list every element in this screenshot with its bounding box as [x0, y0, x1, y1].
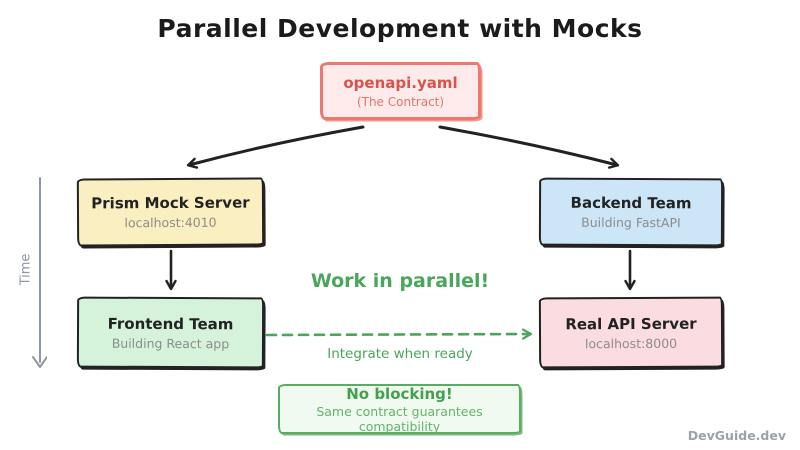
arrow-frontend-to-realapi-dashed: [265, 328, 533, 340]
arrow-contract-to-backend: [438, 125, 620, 169]
node-realapi-subtitle: localhost:8000: [584, 335, 678, 351]
arrow-contract-to-prism: [186, 125, 365, 169]
node-frontend-subtitle: Building React app: [111, 335, 230, 351]
node-backend-title: Backend Team: [570, 193, 692, 213]
node-prism-title: Prism Mock Server: [91, 193, 250, 213]
page-title: Parallel Development with Mocks: [157, 14, 643, 43]
node-no-blocking-subtitle: Same contract guarantees compatibility: [316, 403, 483, 434]
node-prism-mock-server: Prism Mock Server localhost:4010: [76, 177, 265, 247]
time-axis-label: Time: [18, 253, 34, 286]
node-frontend-team: Frontend Team Building React app: [76, 296, 265, 369]
annotation-work-in-parallel: Work in parallel!: [310, 270, 490, 292]
node-no-blocking: No blocking! Same contract guarantees co…: [278, 384, 521, 434]
node-prism-subtitle: localhost:4010: [124, 214, 217, 231]
node-frontend-title: Frontend Team: [107, 314, 234, 333]
watermark-devguide: DevGuide.dev: [687, 428, 786, 443]
node-contract: openapi.yaml (The Contract): [320, 62, 481, 120]
annotation-integrate-when-ready: Integrate when ready: [327, 346, 473, 362]
node-contract-subtitle: (The Contract): [356, 94, 445, 109]
node-real-api-server: Real API Server localhost:8000: [538, 296, 724, 369]
node-contract-title: openapi.yaml: [343, 73, 458, 92]
node-backend-subtitle: Building FastAPI: [581, 214, 681, 231]
node-realapi-title: Real API Server: [565, 314, 697, 333]
node-no-blocking-title: No blocking!: [346, 384, 453, 403]
node-backend-team: Backend Team Building FastAPI: [538, 177, 724, 247]
